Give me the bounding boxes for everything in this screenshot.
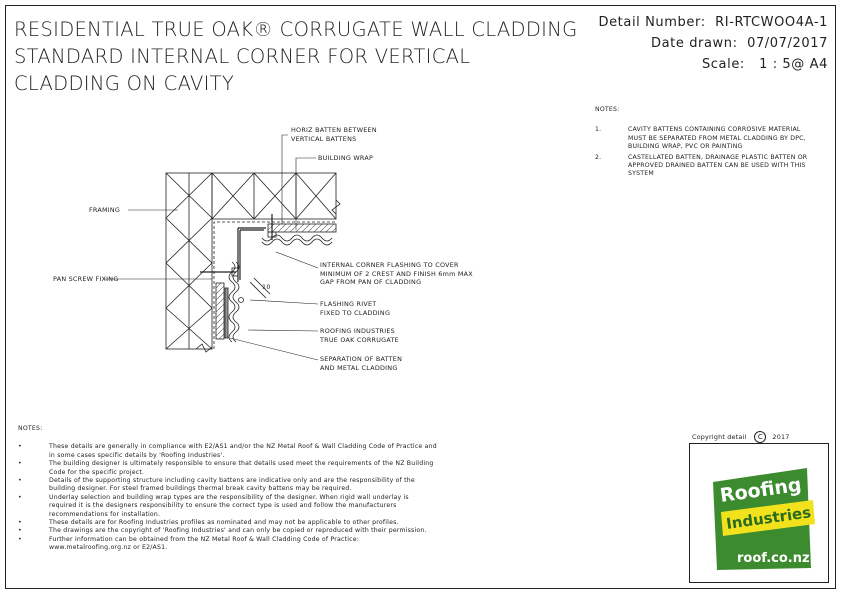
note-bullet: •The drawings are the copyright of 'Roof… [18,527,427,535]
note-text: These details are for Roofing Industries… [49,519,399,527]
screw-head [231,267,239,277]
callout-text: FIXED TO CLADDING [320,308,391,317]
corrugate-vertical [228,261,236,343]
note-text: Underlay selection and building wrap typ… [49,493,409,518]
drawing-title: RESIDENTIAL TRUE OAK® CORRUGATE WALL CLA… [14,16,578,97]
note-number: 2. [595,153,602,161]
break-line [195,343,213,353]
note-text: CAVITY BATTENS CONTAINING CORROSIVE MATE… [628,126,806,151]
note-number: 1. [595,126,602,134]
note-text: The building designer is ultimately resp… [49,460,434,476]
date-drawn: Date drawn: 07/07/2017 [650,36,828,51]
notes-header: NOTES: [595,106,620,113]
note-bullet: •These details are for Roofing Industrie… [18,519,399,527]
framing-vertical [165,172,213,350]
callout-dimension: 10 [262,283,271,292]
general-notes: NOTES: •These details are generally in c… [18,425,438,553]
callout-text: VERTICAL BATTENS [291,134,357,143]
callout-text: PAN SCREW FIXING [53,275,119,283]
separation-strip [224,287,229,339]
callout-text: BUILDING WRAP [318,154,374,162]
notes-panel: NOTES: 1. CAVITY BATTENS CONTAINING CORR… [595,106,810,181]
detail-number: Detail Number: RI-RTCWOO4A-1 [598,15,828,30]
callout-rivet: FLASHING RIVET FIXED TO CLADDING [320,300,390,317]
dimension-lines [249,277,271,299]
framing-horizontal [211,172,337,220]
logo-box: Roofing Industries roof.co.nz [689,443,829,583]
copyright-label: Copyright detail [692,433,747,441]
callout-text: FRAMING [89,206,121,214]
callout-corrugate: ROOFING INDUSTRIES TRUE OAK CORRUGATE [320,327,399,344]
note-bullet: •Further information can be obtained fro… [18,536,438,553]
callout-text: AND METAL CLADDING [320,363,398,372]
callout-text: MINIMUM OF 2 CREST AND FINISH 6mm MAX [320,269,473,278]
leader-lines [104,134,319,361]
note-item: 2. CASTELLATED BATTEN, DRAINAGE PLASTIC … [595,154,810,179]
note-text: Further information can be obtained from… [49,535,360,552]
note-text: Details of the supporting structure incl… [49,477,415,493]
callout-flashing: INTERNAL CORNER FLASHING TO COVER MINIMU… [320,261,473,287]
break-line [331,199,341,215]
callout-framing: FRAMING [89,206,120,215]
callout-text: ROOFING INDUSTRIES [320,327,395,335]
title-line-3: CLADDING ON CAVITY [14,72,235,95]
building-wrap-line [213,221,336,349]
title-block: Detail Number: RI-RTCWOO4A-1 Date drawn:… [598,12,828,75]
dimension-text: 10 [262,283,271,291]
note-text: These details are generally in complianc… [49,443,437,459]
callout-building-wrap: BUILDING WRAP [318,154,373,163]
note-bullet: •These details are generally in complian… [18,443,437,459]
horizontal-batten [267,223,337,233]
drawing-border [5,5,836,589]
note-text: CASTELLATED BATTEN, DRAINAGE PLASTIC BAT… [628,153,808,178]
note-text: The drawings are the copyright of 'Roofi… [49,527,427,535]
callout-text: TRUE OAK CORRUGATE [320,335,399,344]
copyright-line: Copyright detail C 2017 [692,431,790,443]
vertical-batten [215,282,225,340]
screw-head [267,231,277,238]
note-bullet: •Underlay selection and building wrap ty… [18,494,438,519]
note-item: 1. CAVITY BATTENS CONTAINING CORROSIVE M… [595,126,810,151]
callout-text: GAP FROM PAN OF CLADDING [320,278,422,287]
title-line-2: STANDARD INTERNAL CORNER FOR VERTICAL [14,45,471,68]
copyright-year: 2017 [772,433,790,441]
scale: Scale: 1 : 5@ A4 [701,57,828,72]
callout-text: INTERNAL CORNER FLASHING TO COVER [320,261,459,269]
internal-corner-flashing [237,227,266,282]
note-bullet: •Details of the supporting structure inc… [18,477,438,494]
note-bullet: •The building designer is ultimately res… [18,460,438,477]
callout-pan-screw: PAN SCREW FIXING [53,275,119,284]
callout-separation: SEPARATION OF BATTEN AND METAL CLADDING [320,355,402,372]
flashing-rivet [238,297,244,303]
logo-url: roof.co.nz [737,551,810,566]
callout-text: HORIZ BATTEN BETWEEN [291,126,377,134]
copyright-icon: C [754,431,767,443]
callout-text: FLASHING RIVET [320,300,377,308]
roofing-industries-logo: Roofing Industries roof.co.nz [713,468,815,570]
title-line-1: RESIDENTIAL TRUE OAK® CORRUGATE WALL CLA… [14,18,578,41]
callout-text: SEPARATION OF BATTEN [320,355,403,363]
corrugate-horizontal [261,238,333,246]
callout-horiz-batten: HORIZ BATTEN BETWEEN VERTICAL BATTENS [291,126,377,143]
notes-header: NOTES: [18,425,43,432]
corrugate-vertical [232,261,240,343]
